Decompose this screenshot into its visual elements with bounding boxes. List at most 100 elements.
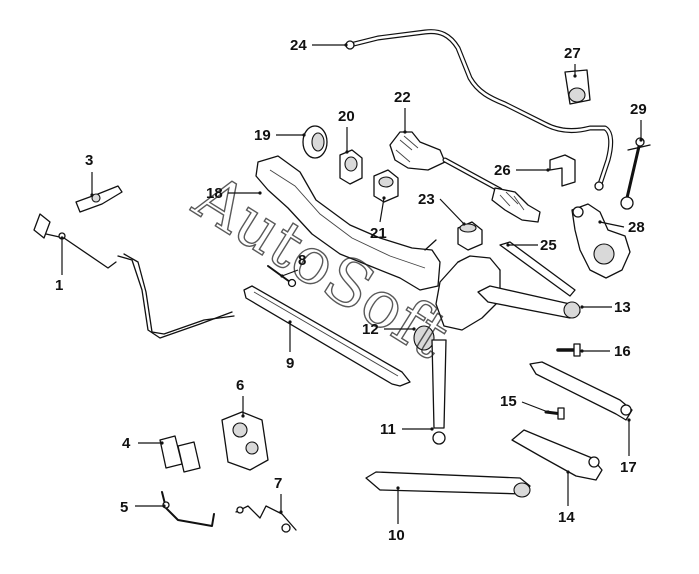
part-link-rod (620, 137, 651, 210)
part-mount-20 (339, 149, 363, 185)
callout-tip-18 (258, 191, 262, 195)
callout-tip-7 (279, 510, 283, 514)
callout-tip-14 (566, 470, 570, 474)
callout-tip-11 (430, 427, 434, 431)
callout-11: 11 (380, 421, 434, 438)
callout-number-29: 29 (630, 101, 647, 118)
callout-number-21: 21 (370, 225, 387, 242)
callout-tip-10 (396, 486, 400, 490)
callout-number-26: 26 (494, 162, 511, 179)
callout-number-18: 18 (206, 185, 223, 202)
part-bolt-16 (556, 343, 581, 357)
callout-25: 25 (506, 237, 557, 254)
callout-number-28: 28 (628, 219, 645, 236)
callout-14: 14 (558, 470, 575, 526)
callout-tip-23 (462, 222, 466, 226)
callout-tip-19 (302, 133, 306, 137)
callout-number-17: 17 (620, 459, 637, 476)
callout-16: 16 (580, 343, 631, 360)
part-bolt-8 (267, 265, 297, 288)
callout-number-8: 8 (298, 252, 306, 269)
callout-number-11: 11 (380, 421, 396, 438)
part-brake-pads (159, 435, 201, 473)
callout-number-10: 10 (388, 527, 405, 544)
callout-tip-5 (162, 504, 166, 508)
callout-number-27: 27 (564, 45, 581, 62)
part-control-arm (477, 285, 581, 319)
callout-24: 24 (290, 37, 348, 54)
callout-20: 20 (338, 108, 355, 154)
callout-tip-24 (344, 43, 348, 47)
callout-number-12: 12 (362, 321, 379, 338)
part-bracket-26 (549, 154, 576, 187)
callout-tip-22 (403, 130, 407, 134)
part-subframe (255, 155, 441, 291)
callout-9: 9 (286, 320, 294, 372)
callout-number-4: 4 (122, 435, 131, 452)
callout-tip-3 (90, 193, 94, 197)
callout-tip-12 (412, 327, 416, 331)
callout-1: 1 (55, 236, 64, 294)
part-upper-arm (499, 241, 576, 297)
callout-number-20: 20 (338, 108, 355, 125)
callout-leader-21 (379, 197, 385, 223)
part-strut (431, 339, 447, 445)
callout-layer: 1345678910111213141516171819202122232425… (55, 37, 647, 544)
part-caliper (221, 411, 269, 471)
callout-tip-9 (288, 320, 292, 324)
callout-leader-8 (281, 269, 299, 277)
part-axle-carrier (413, 255, 501, 351)
callout-tip-6 (241, 414, 245, 418)
callout-tip-29 (639, 138, 643, 142)
callout-19: 19 (254, 127, 306, 144)
callout-tip-25 (506, 243, 510, 247)
part-lower-link (529, 361, 633, 421)
callout-tip-26 (546, 168, 550, 172)
callout-12: 12 (362, 321, 416, 338)
part-mount-19 (302, 125, 328, 159)
callout-tip-15 (546, 410, 550, 414)
callout-26: 26 (494, 162, 550, 179)
callout-7: 7 (274, 475, 283, 514)
callout-6: 6 (236, 377, 245, 418)
callout-number-23: 23 (418, 191, 435, 208)
callout-tip-16 (580, 349, 584, 353)
part-brake-line (33, 213, 235, 339)
part-wishbone (511, 429, 603, 481)
callout-10: 10 (388, 486, 405, 544)
part-mount-21 (373, 169, 399, 203)
callout-leader-15 (521, 401, 549, 413)
callout-number-1: 1 (55, 277, 63, 294)
callout-8: 8 (280, 252, 306, 278)
callout-number-6: 6 (236, 377, 244, 394)
callout-number-9: 9 (286, 355, 294, 372)
part-drive-shaft (389, 131, 541, 223)
part-bush-27 (564, 69, 591, 105)
part-long-arm (365, 471, 531, 498)
callout-22: 22 (394, 89, 411, 134)
callout-number-5: 5 (120, 499, 128, 516)
callout-tip-13 (580, 305, 584, 309)
part-bush-23 (457, 221, 483, 251)
part-wiring (235, 505, 297, 533)
callout-number-15: 15 (500, 393, 517, 410)
callout-3: 3 (85, 152, 94, 197)
callout-27: 27 (564, 45, 581, 78)
callout-leader-28 (599, 221, 625, 228)
callout-4: 4 (122, 435, 164, 452)
callout-number-16: 16 (614, 343, 631, 360)
part-bolt-15 (544, 407, 565, 420)
callout-28: 28 (598, 219, 645, 236)
callout-5: 5 (120, 499, 166, 516)
callout-tip-27 (573, 74, 577, 78)
callout-13: 13 (580, 299, 631, 316)
part-sensor (75, 185, 123, 213)
callout-tip-20 (345, 150, 349, 154)
callout-number-3: 3 (85, 152, 93, 169)
callout-23: 23 (418, 191, 466, 226)
callout-17: 17 (620, 418, 637, 476)
part-brake-hose (161, 491, 215, 527)
callout-number-13: 13 (614, 299, 631, 316)
